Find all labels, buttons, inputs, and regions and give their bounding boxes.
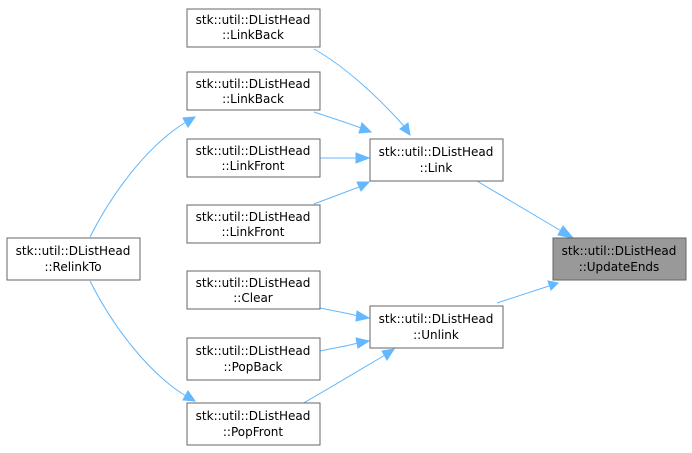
node-relinkto-line2: ::RelinkTo xyxy=(44,260,101,274)
edge-clear-unlink xyxy=(319,307,371,322)
node-linkback-1[interactable]: stk::util::DListHead ::LinkBack xyxy=(186,8,321,48)
edge-unlink-updateends xyxy=(496,280,560,304)
node-linkfront-1-line1: stk::util::DListHead xyxy=(196,144,311,158)
node-popback-line2: ::PopBack xyxy=(224,360,283,374)
node-linkfront-2-line2: ::LinkFront xyxy=(221,225,284,239)
node-unlink[interactable]: stk::util::DListHead ::Unlink xyxy=(369,305,504,349)
node-unlink-line1: stk::util::DListHead xyxy=(379,312,494,326)
edge-linkback2-link xyxy=(313,111,373,134)
node-linkfront-2-line1: stk::util::DListHead xyxy=(196,210,311,224)
node-link-line1: stk::util::DListHead xyxy=(379,145,494,159)
node-popback-line1: stk::util::DListHead xyxy=(196,344,311,358)
edge-linkfront2-link xyxy=(313,181,371,205)
node-clear[interactable]: stk::util::DListHead ::Clear xyxy=(186,270,321,310)
node-relinkto[interactable]: stk::util::DListHead ::RelinkTo xyxy=(6,237,141,281)
node-clear-line1: stk::util::DListHead xyxy=(196,276,311,290)
edge-popfront-unlink xyxy=(299,348,396,406)
node-relinkto-line1: stk::util::DListHead xyxy=(16,244,131,258)
node-link-line2: ::Link xyxy=(420,161,453,175)
edge-link-updateends xyxy=(476,180,575,239)
node-linkback-1-line1: stk::util::DListHead xyxy=(196,13,311,27)
edge-popback-unlink xyxy=(319,337,371,352)
node-linkfront-1[interactable]: stk::util::DListHead ::LinkFront xyxy=(186,138,321,178)
node-link[interactable]: stk::util::DListHead ::Link xyxy=(369,138,504,182)
node-linkback-1-line2: ::LinkBack xyxy=(222,28,284,42)
edge-linkback1-link xyxy=(313,48,411,136)
edge-relinkto-popfront xyxy=(89,280,197,402)
node-popfront-line2: ::PopFront xyxy=(223,425,284,439)
node-updateends-line1: stk::util::DListHead xyxy=(562,244,677,258)
edges xyxy=(89,48,575,406)
node-linkfront-1-line2: ::LinkFront xyxy=(221,159,284,173)
node-popfront-line1: stk::util::DListHead xyxy=(196,409,311,423)
node-popback[interactable]: stk::util::DListHead ::PopBack xyxy=(186,337,321,381)
edge-linkfront1-link xyxy=(319,152,371,164)
node-linkfront-2[interactable]: stk::util::DListHead ::LinkFront xyxy=(186,204,321,244)
nodes: stk::util::DListHead ::LinkBack stk::uti… xyxy=(6,8,687,446)
node-clear-line2: ::Clear xyxy=(233,291,273,305)
node-updateends[interactable]: stk::util::DListHead ::UpdateEnds xyxy=(552,237,687,281)
node-updateends-line2: ::UpdateEnds xyxy=(579,260,660,274)
node-unlink-line2: ::Unlink xyxy=(413,328,459,342)
node-linkback-2-line1: stk::util::DListHead xyxy=(196,77,311,91)
node-linkback-2[interactable]: stk::util::DListHead ::LinkBack xyxy=(186,71,321,111)
node-linkback-2-line2: ::LinkBack xyxy=(222,92,284,106)
node-popfront[interactable]: stk::util::DListHead ::PopFront xyxy=(186,402,321,446)
edge-relinkto-linkback2 xyxy=(89,116,197,238)
